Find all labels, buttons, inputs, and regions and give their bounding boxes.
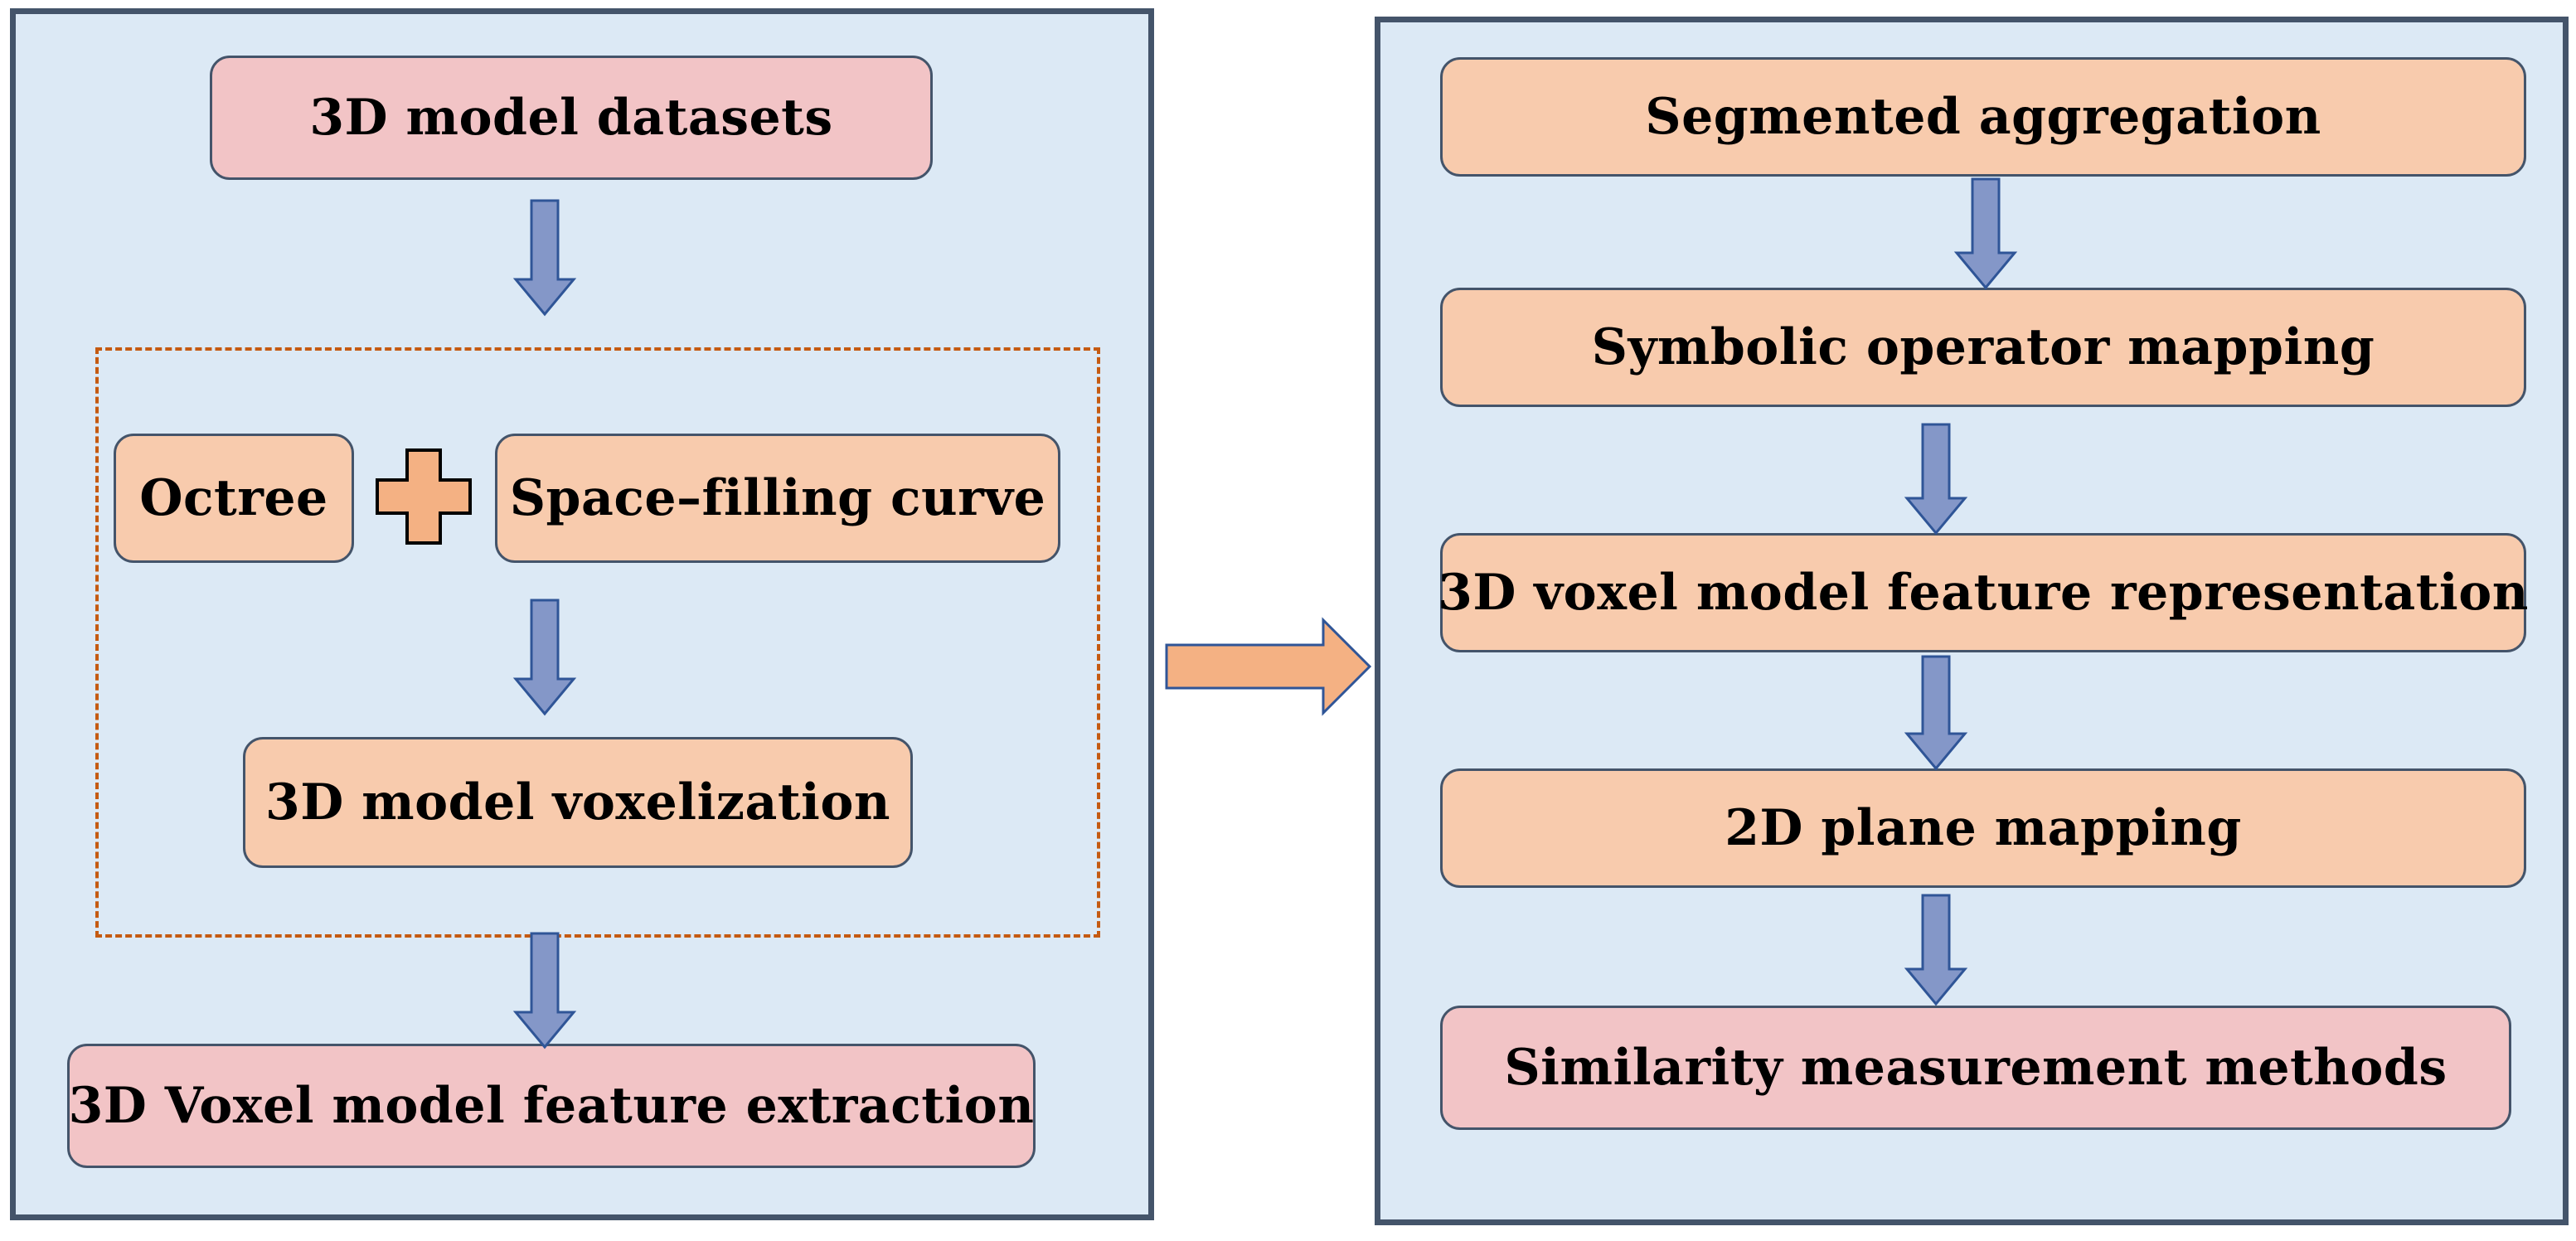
octree-box: Octree bbox=[114, 434, 354, 563]
right-arrow-icon bbox=[1165, 617, 1372, 716]
voxelization-box: 3D model voxelization bbox=[243, 737, 913, 868]
down-arrow-icon bbox=[512, 932, 577, 1050]
symbolic-operator-mapping-label: Symbolic operator mapping bbox=[1591, 318, 2375, 376]
plus-icon bbox=[376, 448, 472, 545]
datasets-box: 3D model datasets bbox=[210, 56, 933, 180]
left-panel: 3D model datasets Octree Space–filling c… bbox=[10, 8, 1154, 1220]
symbolic-operator-mapping-box: Symbolic operator mapping bbox=[1440, 288, 2526, 407]
down-arrow-icon bbox=[512, 199, 577, 317]
down-arrow-icon bbox=[512, 599, 577, 716]
feature-representation-label: 3D voxel model feature representation bbox=[1438, 564, 2529, 622]
feature-representation-box: 3D voxel model feature representation bbox=[1438, 533, 2529, 652]
down-arrow-icon bbox=[1953, 177, 2018, 290]
similarity-methods-box: Similarity measurement methods bbox=[1440, 1006, 2511, 1130]
segmented-aggregation-box: Segmented aggregation bbox=[1440, 57, 2526, 177]
down-arrow-icon bbox=[1904, 655, 1968, 771]
voxelization-label: 3D model voxelization bbox=[265, 773, 890, 831]
space-filling-curve-label: Space–filling curve bbox=[509, 469, 1046, 527]
right-panel: Segmented aggregation Symbolic operator … bbox=[1375, 17, 2569, 1225]
feature-extraction-label: 3D Voxel model feature extraction bbox=[68, 1077, 1035, 1135]
plus-shape bbox=[376, 448, 472, 545]
down-arrow-icon bbox=[1904, 894, 1968, 1006]
feature-extraction-box: 3D Voxel model feature extraction bbox=[67, 1044, 1036, 1168]
octree-label: Octree bbox=[139, 469, 328, 527]
plane-mapping-label: 2D plane mapping bbox=[1725, 799, 2242, 857]
segmented-aggregation-label: Segmented aggregation bbox=[1645, 88, 2321, 146]
datasets-label: 3D model datasets bbox=[309, 89, 833, 147]
similarity-methods-label: Similarity measurement methods bbox=[1504, 1039, 2447, 1097]
down-arrow-icon bbox=[1904, 423, 1968, 536]
space-filling-curve-box: Space–filling curve bbox=[495, 434, 1060, 563]
plane-mapping-box: 2D plane mapping bbox=[1440, 768, 2526, 888]
voxelization-stage-region bbox=[95, 347, 1100, 938]
